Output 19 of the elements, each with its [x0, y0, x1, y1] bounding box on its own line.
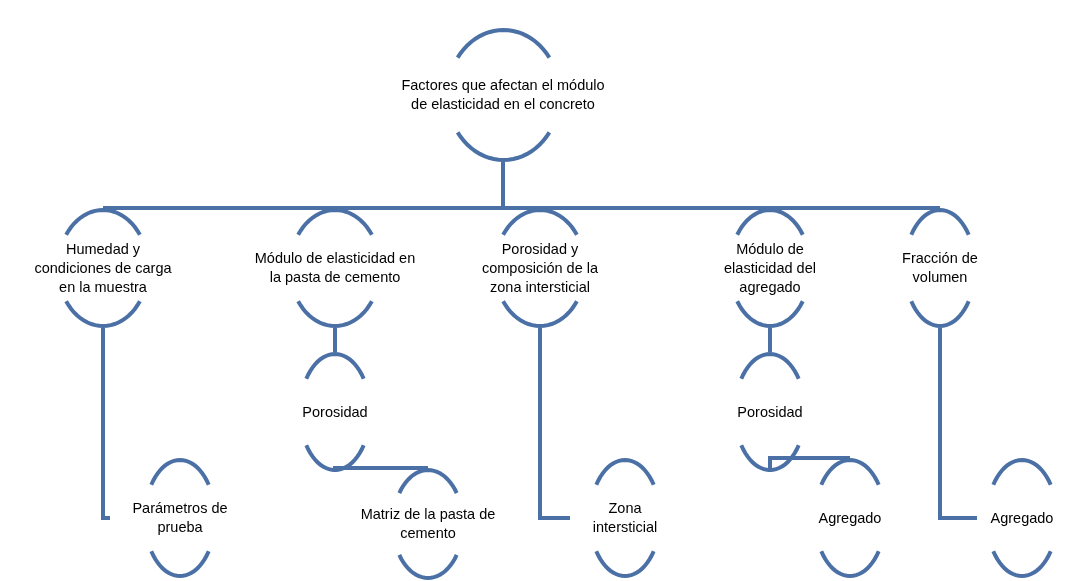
connector-line	[538, 328, 570, 520]
connector-line	[768, 328, 772, 352]
node-label: Porosidad	[737, 402, 803, 422]
node-label: Módulo de elasticidad del agregado	[723, 239, 817, 297]
node-label: Fracción de volumen	[901, 249, 979, 287]
node-label: Parámetros de prueba	[131, 499, 229, 537]
connector-line	[938, 328, 977, 520]
node-label: Matriz de la pasta de cemento	[359, 505, 497, 543]
node-label: Factores que afectan el módulo de elasticidad en el concreto	[400, 76, 606, 114]
connector-line	[101, 328, 110, 520]
node-label: Humedad y condiciones de carga en la muestra	[33, 239, 173, 297]
node-label: Agregado	[818, 508, 882, 528]
node-label: Agregado	[990, 508, 1054, 528]
connector-line	[333, 466, 428, 472]
node-label: Porosidad y composición de la zona intersticial	[480, 239, 600, 297]
node-label: Zona intersticial	[591, 499, 659, 537]
connector-line	[333, 328, 337, 352]
node-label: Porosidad	[302, 402, 368, 422]
node-label: Módulo de elasticidad en la pasta de cemento	[253, 249, 417, 287]
